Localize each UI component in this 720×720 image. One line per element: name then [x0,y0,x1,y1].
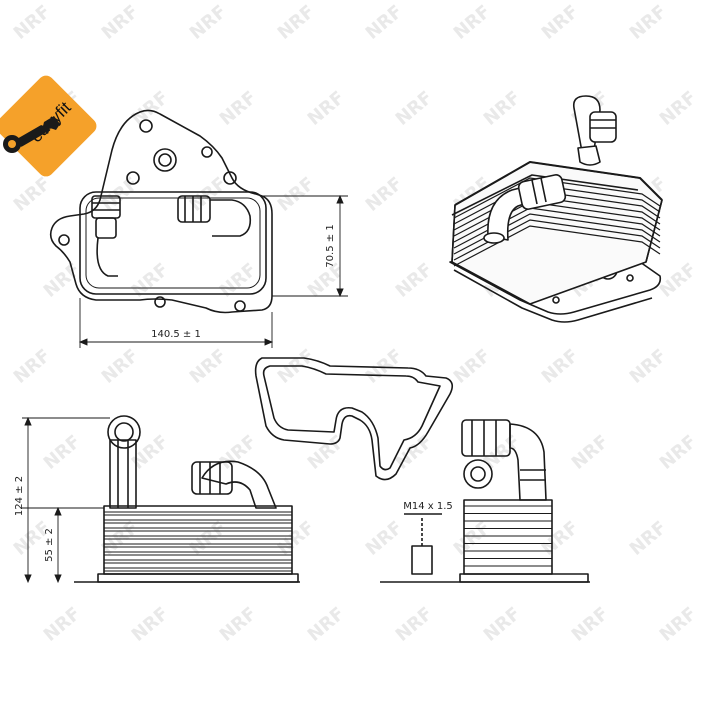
cooler-body-outline [79,191,267,295]
watermark-text: NRF [392,259,437,302]
watermark-text: NRF [362,517,407,560]
watermark-text: NRF [274,173,319,216]
cooler-plate [104,551,292,556]
bolt-hole [234,300,246,312]
watermark-text: NRF [450,345,495,388]
watermark-text: NRF [304,431,349,474]
watermark-text: NRF [128,431,173,474]
top-view-drawing [49,109,273,314]
center-port-inner [158,153,172,167]
isometric-fittings [483,95,617,244]
cooler-plate [453,183,661,225]
watermark-text: NRF [40,603,85,646]
watermark-text: NRF [186,345,231,388]
watermark-text: NRF [128,603,173,646]
center-port [153,148,177,172]
watermark-text: NRF [626,517,671,560]
watermark-text: NRF [626,1,671,44]
watermark-text: NRF [10,173,55,216]
watermark-text: NRF [362,1,407,44]
cooler-plate [104,567,292,572]
side-view-dimensions [22,416,110,584]
watermark-text: NRF [216,603,261,646]
front-view-plates [464,505,552,567]
watermark-text: NRF [304,87,349,130]
watermark-text: NRF [450,1,495,44]
bolt-hole [139,119,153,133]
watermark-text: NRF [450,517,495,560]
watermark-text: NRF [538,1,583,44]
watermark-text: NRF [186,1,231,44]
right-connector [177,195,252,237]
flange-outline [49,109,273,314]
cooler-plate [453,225,661,267]
bolt-hole [201,146,213,158]
watermark-text: NRF [626,345,671,388]
cooler-plate [453,177,661,219]
side-view-drawing [74,415,300,583]
wrench-icon [3,116,60,153]
cooler-plate [104,511,292,516]
gasket-drawing [254,357,454,481]
watermark-text: NRF [10,1,55,44]
cooler-plate [104,527,292,532]
watermark-text: NRF [40,431,85,474]
watermark-text: NRF [480,603,525,646]
watermark-text: NRF [216,431,261,474]
cooler-plate [104,559,292,564]
side-lower-height-label: 55 ± 2 [44,528,55,562]
watermark-text: NRF [656,603,701,646]
cooler-body-inner [85,197,261,289]
watermark-text: NRF [480,87,525,130]
cooler-plate [104,543,292,548]
bolt-hole [58,234,70,246]
watermark-text: NRF [216,259,261,302]
watermark-text: NRF [656,87,701,130]
side-total-height-label: 124 ± 2 [14,476,25,516]
watermark-text: NRF [538,517,583,560]
side-view-plates [104,511,292,572]
front-view-drawing [380,419,590,583]
watermark-text: NRF [40,259,85,302]
top-width-label: 140.5 ± 1 [151,329,201,340]
cooler-plate [104,519,292,524]
watermark-text: NRF [304,603,349,646]
thread-label: M14 x 1.5 [403,501,453,512]
watermark-text: NRF [392,603,437,646]
cooler-plate [104,535,292,540]
watermark-text: NRF [128,259,173,302]
watermark-text: NRF [568,431,613,474]
bolt-hole [223,171,237,185]
watermark-text: NRF [128,87,173,130]
top-height-label: 70.5 ± 1 [325,224,336,267]
watermark-text: NRF [656,431,701,474]
bolt-hole [126,171,140,185]
watermark-text: NRF [362,173,407,216]
watermark-layer: NRF NRF NRF NRF NRF NRF NRF NRF NRF NRF NRF NRF NRF N… [10,1,701,646]
watermark-text: NRF [538,345,583,388]
watermark-text: NRF [98,345,143,388]
watermark-text: NRF [568,603,613,646]
bolt-hole [154,296,166,308]
watermark-text: NRF [98,1,143,44]
watermark-text: NRF [274,1,319,44]
watermark-text: NRF [392,87,437,130]
watermark-text: NRF [10,345,55,388]
watermark-text: NRF [656,259,701,302]
left-connector [91,195,121,277]
top-view-dimensions [78,194,348,348]
watermark-text: NRF [216,87,261,130]
